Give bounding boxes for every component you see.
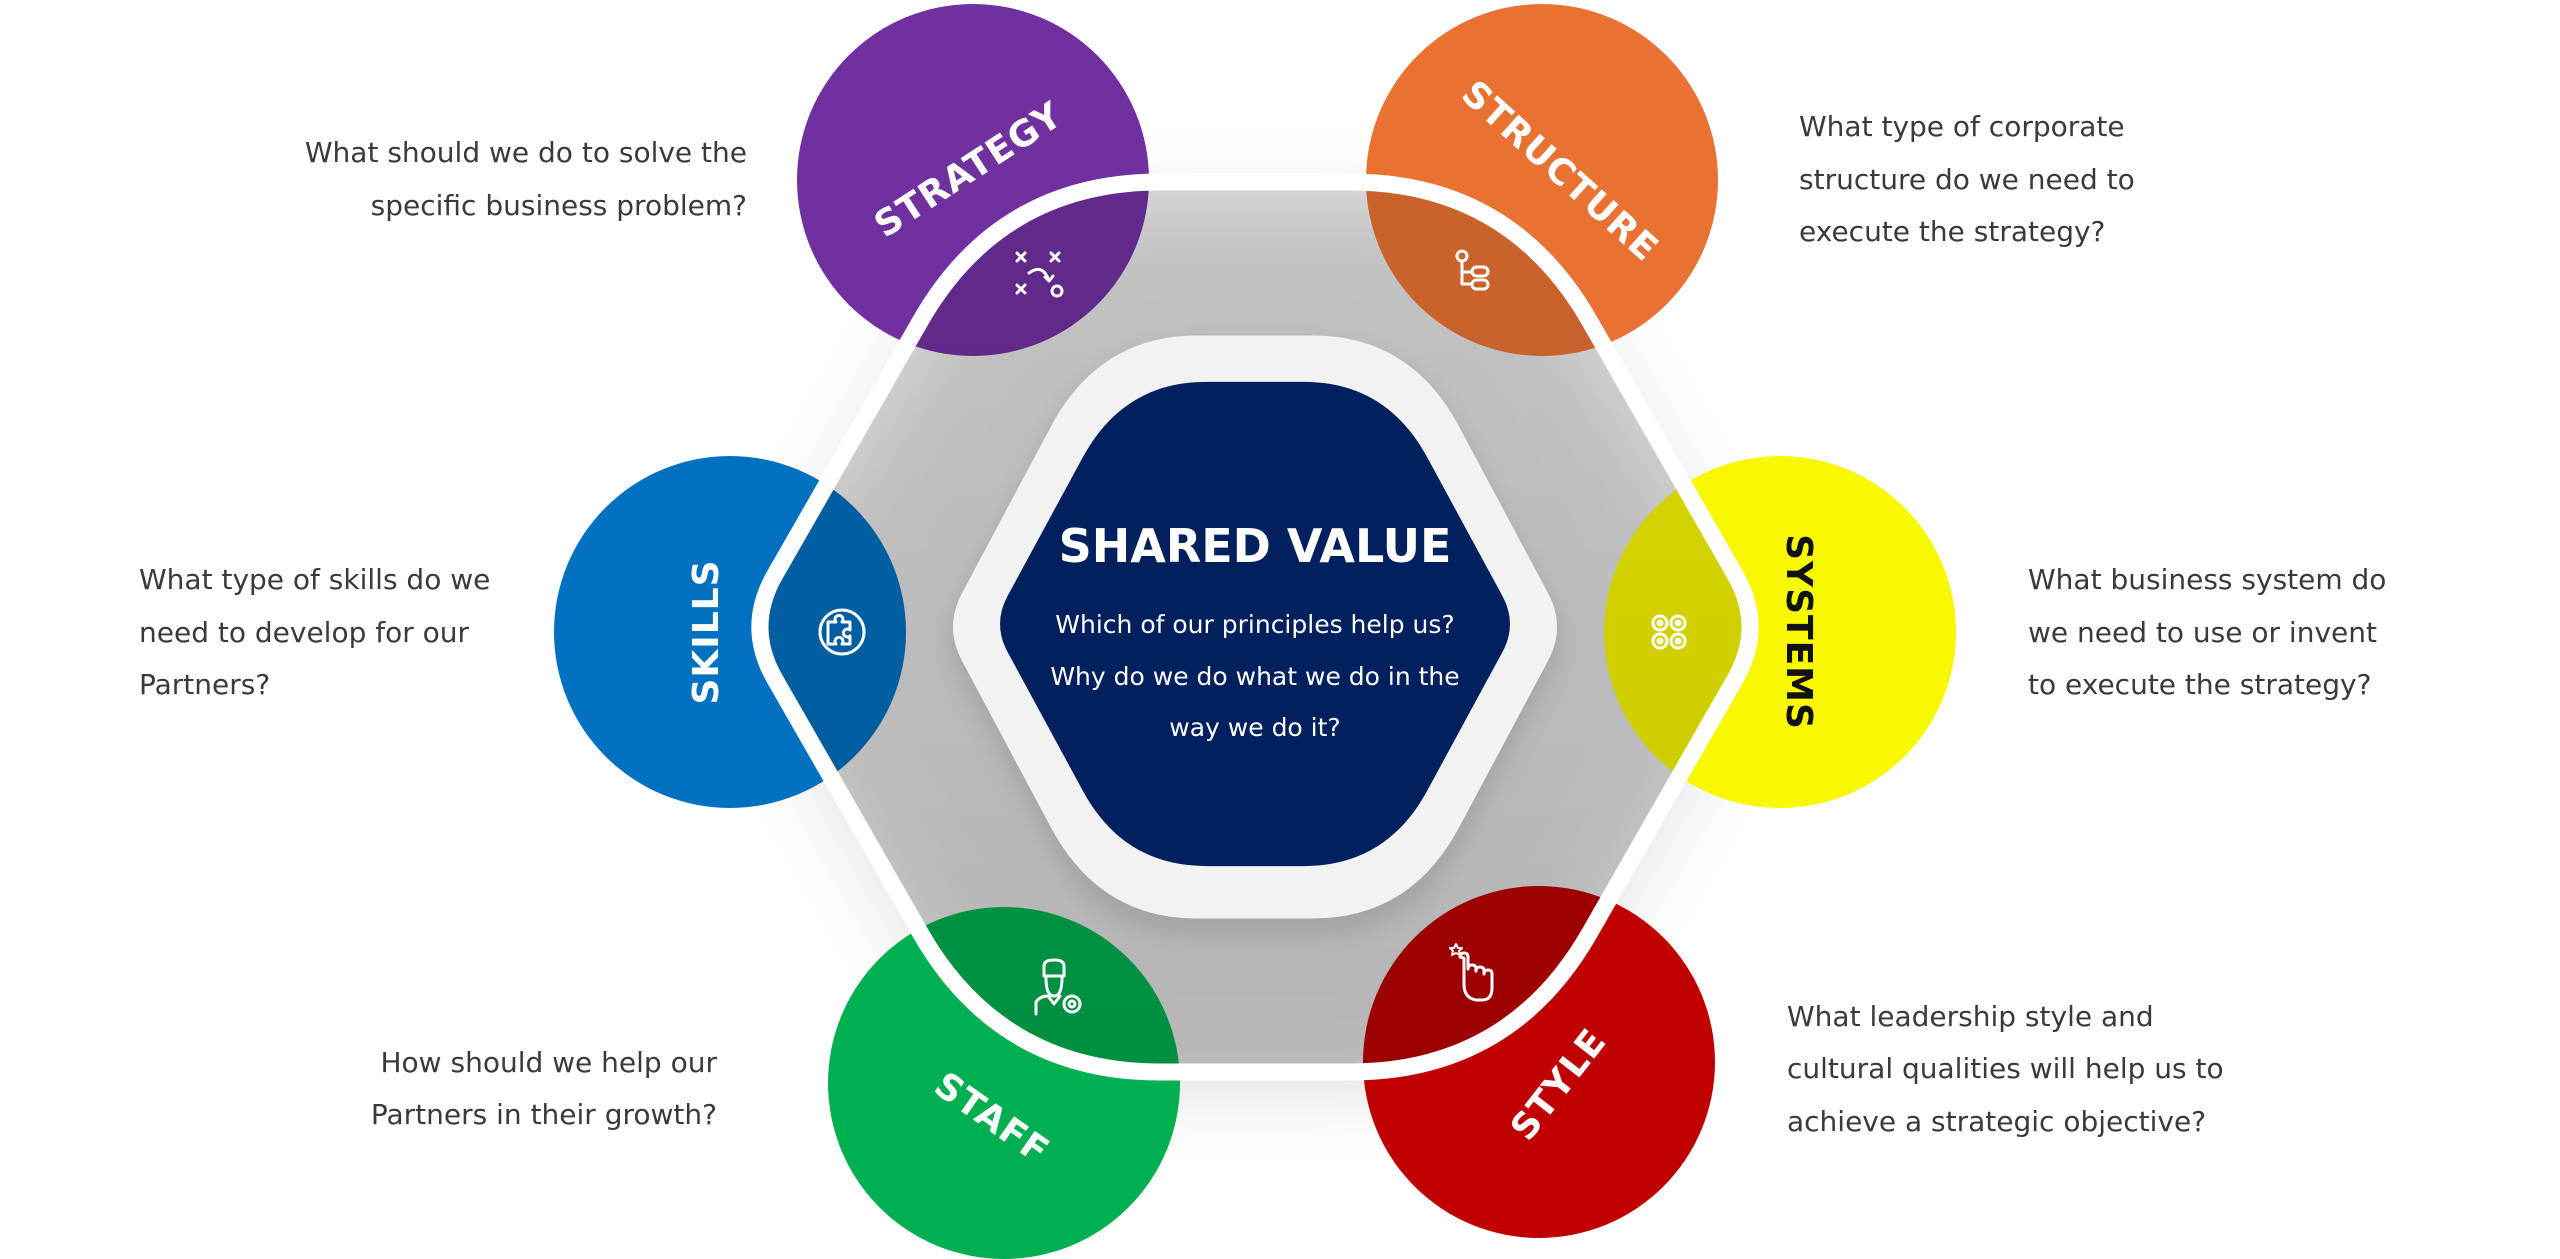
systems-description: What business system do we need to use o… (2028, 563, 2386, 701)
shared-value-line-1: Which of our principles help us? (1055, 610, 1454, 639)
worker-gear-icon (1034, 958, 1082, 1016)
svg-text:What leadership style and: What leadership style and (1787, 1000, 2154, 1033)
style-description: What leadership style and cultural quali… (1787, 1000, 2224, 1138)
shared-value-line-3: way we do it? (1169, 713, 1340, 742)
svg-text:specific business problem?: specific business problem? (371, 189, 747, 222)
svg-text:to execute the strategy?: to execute the strategy? (2028, 668, 2371, 701)
svg-text:What type of skills do we: What type of skills do we (139, 563, 490, 596)
gears-icon (1651, 614, 1687, 650)
svg-text:cultural qualities will help u: cultural qualities will help us to (1787, 1052, 2224, 1085)
svg-text:Partners in their growth?: Partners in their growth? (371, 1098, 717, 1131)
strategy-plan-icon (1015, 251, 1064, 298)
shared-value-title: SHARED VALUE (1059, 519, 1452, 573)
svg-text:achieve a strategic objective?: achieve a strategic objective? (1787, 1105, 2206, 1138)
systems-label: SYSTEMS (1778, 534, 1819, 730)
staff-description: How should we help our Partners in their… (371, 1046, 718, 1131)
hand-pointer-icon (1449, 943, 1494, 1002)
svg-text:How should we help our: How should we help our (381, 1046, 718, 1079)
svg-text:we need to use or invent: we need to use or invent (2028, 616, 2377, 649)
puzzle-globe-icon (818, 608, 866, 656)
svg-text:structure do we need to: structure do we need to (1799, 163, 2135, 196)
skills-description: What type of skills do we need to develo… (139, 563, 490, 701)
svg-text:execute the strategy?: execute the strategy? (1799, 215, 2105, 248)
strategy-description: What should we do to solve the specific … (305, 136, 747, 222)
structure-description: What type of corporate structure do we n… (1799, 110, 2135, 248)
svg-text:What should we do to solve the: What should we do to solve the (305, 136, 747, 169)
shared-value-line-2: Why do we do what we do in the (1050, 662, 1459, 691)
org-structure-icon (1455, 249, 1490, 291)
skills-label: SKILLS (686, 559, 727, 704)
svg-text:need to develop for our: need to develop for our (139, 616, 470, 649)
svg-text:Partners?: Partners? (139, 668, 270, 701)
svg-text:What type of corporate: What type of corporate (1799, 110, 2125, 143)
svg-text:What business system do: What business system do (2028, 563, 2386, 596)
